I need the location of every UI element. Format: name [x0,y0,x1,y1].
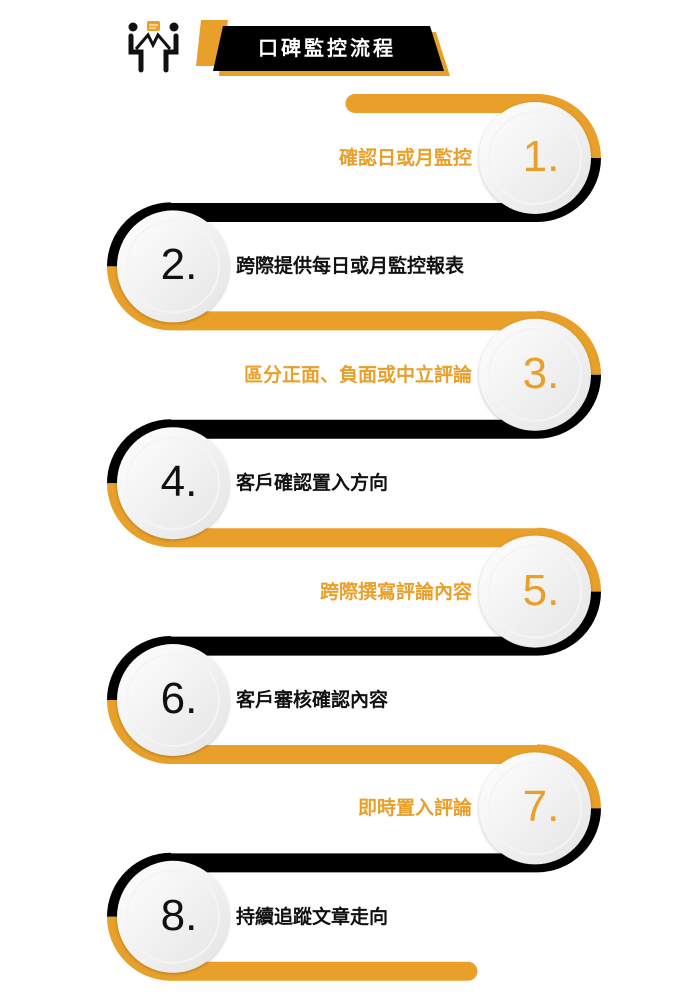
step-circle-inner-ring [488,544,582,639]
step-circle-inner-ring [126,436,220,531]
page-title: 口碑監控流程 [258,36,396,60]
step-label: 持續追蹤文章走向 [236,905,389,928]
step-circle-inner-ring [488,111,582,205]
step-number: 7. [522,782,560,832]
step-circle [479,318,591,431]
title-banner [196,20,450,76]
step-label: 即時置入評論 [357,797,472,820]
step-label: 客戶確認置入方向 [236,472,389,495]
step-circle [117,644,229,756]
step-number: 8. [160,890,198,940]
step-number: 3. [522,348,560,398]
step-circle [479,752,591,865]
step-circle [479,102,591,214]
step-label: 確認日或月監控 [338,147,472,169]
step-label: 跨際撰寫評論內容 [319,580,472,603]
step-circle-inner-ring [488,327,582,422]
header-icon [128,21,179,73]
step-number: 1. [522,132,560,181]
step-circle [117,860,229,973]
step-circle-inner-ring [126,869,220,964]
step-circle-inner-ring [126,219,220,314]
step-number: 2. [160,240,198,290]
step-label: 區分正面、負面或中立評論 [243,363,472,386]
step-circle-inner-ring [488,761,582,856]
step-label: 客戶審核確認內容 [236,689,389,711]
step-number: 4. [160,457,198,507]
step-label: 跨際提供每日或月監控報表 [236,255,465,278]
step-circle [117,210,229,323]
step-number: 6. [160,674,198,723]
step-circle [479,535,591,648]
step-number: 5. [522,565,560,615]
step-circle-inner-ring [126,653,220,747]
step-circle [117,427,229,540]
